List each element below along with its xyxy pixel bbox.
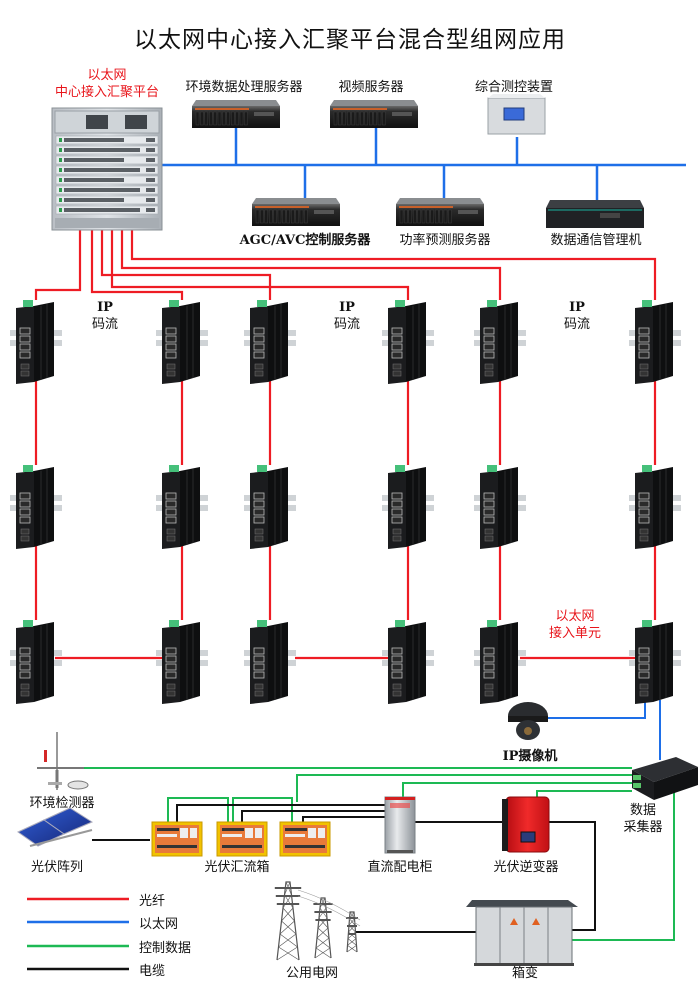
control-box-transformer: [572, 790, 675, 941]
data-collector-device: [632, 757, 698, 800]
pv-inverter-label: 光伏逆变器: [493, 860, 559, 875]
data-comm-manager-label: 数据通信管理机: [550, 233, 642, 248]
pv-combiner-box-3: [279, 821, 331, 857]
access-switch-r1-c1: [10, 300, 62, 384]
access-switch-r1-c5: [474, 300, 526, 384]
public-grid-towers: [274, 881, 361, 961]
access-switch-r2-c3: [244, 465, 296, 549]
ip-camera-label: IP摄像机: [502, 749, 558, 764]
cable-inverter-to-transformer: [549, 821, 596, 931]
control-inverter: [536, 790, 632, 800]
access-switch-r1-c3: [244, 300, 296, 384]
ip-stream-label-3-line2: 码流: [563, 317, 591, 332]
data-comm-manager-device: [546, 200, 644, 228]
pv-inverter-device: [502, 796, 550, 853]
fiber-uplink-5: [120, 230, 502, 300]
legend-label-fiber: 光纤: [139, 894, 166, 909]
grid-tower-1: [274, 881, 302, 961]
fiber-uplink-1: [34, 230, 82, 300]
dc-cabinet-label: 直流配电柜: [367, 860, 433, 875]
pv-combiner-box-1: [151, 821, 203, 857]
ethernet-field-links: [548, 700, 661, 760]
access-unit-label-line1: 以太网: [555, 609, 595, 624]
legend-swatches: [27, 897, 129, 971]
legend-label-control-data: 控制数据: [139, 941, 192, 956]
access-switch-r3-c4: [382, 620, 434, 704]
core-switch-label-line1: 以太网: [87, 68, 127, 83]
cable-combiner-1: [176, 804, 385, 822]
env-monitor-device: [37, 732, 89, 790]
access-switch-r2-c4: [382, 465, 434, 549]
fiber-uplinks: [34, 230, 657, 300]
ip-stream-label-3-line1: IP: [569, 300, 585, 315]
agc-avc-server-device: [252, 198, 340, 226]
power-forecast-server-device: [396, 198, 484, 226]
access-switch-r3-c1: [10, 620, 62, 704]
ip-stream-label-2-line1: IP: [339, 300, 355, 315]
video-server-label: 视频服务器: [338, 80, 404, 95]
grid-tower-2: [313, 897, 333, 959]
ethernet-camera-link: [548, 700, 646, 719]
fiber-uplink-6: [130, 230, 657, 300]
ethernet-bus: [162, 128, 686, 200]
box-transformer-label: 箱变: [511, 966, 539, 981]
integrated-ctrl-label: 综合测控装置: [474, 80, 554, 95]
integrated-ctrl-device: [487, 94, 546, 135]
agc-avc-server-label: AGC/AVC控制服务器: [239, 233, 371, 248]
box-transformer-device: [466, 900, 578, 966]
pv-combiner-boxes: [151, 821, 331, 857]
control-data-lines: [84, 767, 675, 941]
ip-stream-label-2-line2: 码流: [333, 317, 361, 332]
access-switch-r1-c6: [629, 300, 681, 384]
access-switch-r2-c5: [474, 465, 526, 549]
env-data-server-label: 环境数据处理服务器: [185, 80, 303, 95]
fiber-uplink-2: [90, 230, 184, 300]
video-server-device: [330, 100, 418, 128]
control-combiner-3: [296, 774, 632, 802]
dc-cabinet-device: [384, 796, 416, 854]
access-switches: [10, 300, 681, 704]
access-switch-r2-c1: [10, 465, 62, 549]
pv-array-label: 光伏阵列: [30, 860, 84, 875]
core-switch-chassis: [51, 107, 163, 231]
access-unit-label-line2: 接入单元: [548, 626, 602, 641]
ip-stream-label-1-line1: IP: [97, 300, 113, 315]
env-monitor-label: 环境检测器: [29, 796, 95, 811]
power-forecast-server-label: 功率预测服务器: [399, 233, 491, 248]
pv-array-device: [17, 807, 94, 847]
access-switch-r2-c2: [156, 465, 208, 549]
legend-label-ethernet: 以太网: [139, 917, 179, 932]
data-collector-label-line2: 采集器: [623, 820, 663, 835]
cable-combiner-3: [302, 816, 385, 822]
cable-combiner-2: [241, 810, 385, 822]
access-switch-r1-c4: [382, 300, 434, 384]
pv-combiner-label: 光伏汇流箱: [204, 860, 270, 875]
grid-tower-3: [346, 911, 358, 953]
access-switch-r3-c5: [474, 620, 526, 704]
ip-stream-label-1-line2: 码流: [91, 317, 119, 332]
public-grid-label: 公用电网: [285, 966, 339, 981]
fiber-uplink-4: [110, 230, 410, 300]
core-switch-label-line2: 中心接入汇聚平台: [54, 85, 160, 100]
access-switch-r1-c2: [156, 300, 208, 384]
access-switch-r3-c6: [629, 620, 681, 704]
ip-camera-device: [508, 702, 548, 740]
data-collector-label-line1: 数据: [629, 803, 657, 818]
control-dc-cabinet: [402, 782, 632, 800]
legend-label-cable: 电缆: [139, 964, 166, 979]
control-combiner-1-2: [167, 797, 229, 822]
access-switch-r2-c6: [629, 465, 681, 549]
power-cables: [92, 804, 596, 933]
access-switch-r3-c2: [156, 620, 208, 704]
fiber-ring: [34, 380, 657, 660]
pv-combiner-box-2: [216, 821, 268, 857]
access-switch-r3-c3: [244, 620, 296, 704]
env-data-server-device: [192, 100, 280, 128]
rack-servers: [192, 100, 484, 226]
diagram-title: 以太网中心接入汇聚平台混合型组网应用: [134, 27, 566, 53]
